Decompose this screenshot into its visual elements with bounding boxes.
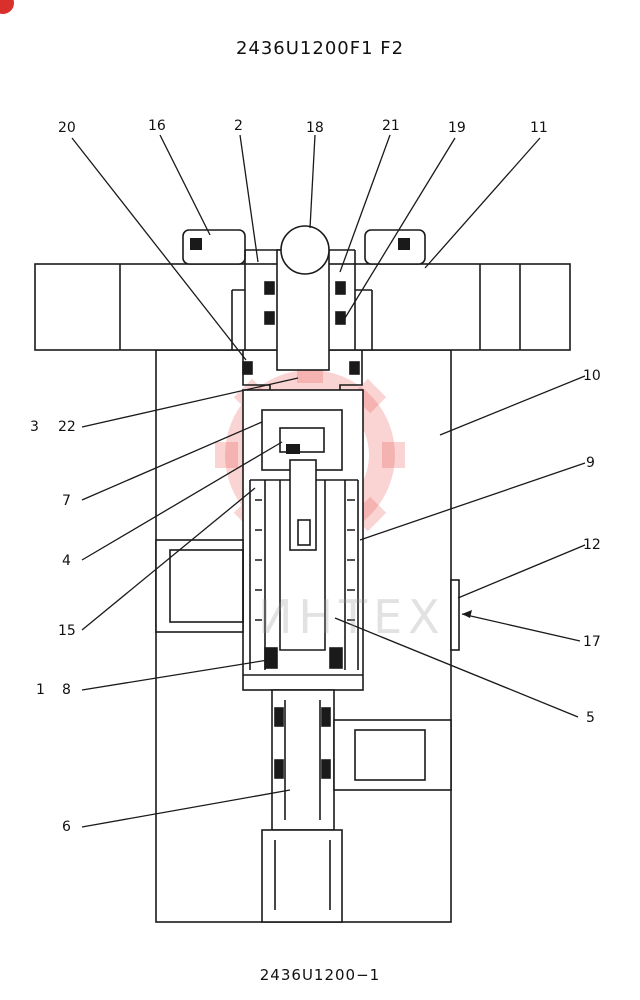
label-1: 1 <box>36 682 45 698</box>
label-7: 7 <box>62 493 71 509</box>
arrow-17 <box>462 610 472 618</box>
leader-lines <box>71 134 586 828</box>
label-15: 15 <box>58 623 76 639</box>
label-11: 11 <box>530 120 548 136</box>
drawing-title: 2436U1200F1 F2 <box>235 38 405 59</box>
left-port-fitting <box>155 539 244 633</box>
right-port-fitting <box>333 719 452 791</box>
label-3: 3 <box>30 419 39 435</box>
label-22: 22 <box>58 419 76 435</box>
label-21: 21 <box>382 118 400 134</box>
label-17: 17 <box>583 634 601 650</box>
label-8: 8 <box>62 682 71 698</box>
label-2: 2 <box>234 118 243 134</box>
label-6: 6 <box>62 819 71 835</box>
label-16: 16 <box>148 118 166 134</box>
inner-rod <box>289 459 317 551</box>
label-18: 18 <box>306 120 324 136</box>
label-4: 4 <box>62 553 71 569</box>
label-12: 12 <box>583 537 601 553</box>
label-5: 5 <box>586 710 595 726</box>
label-20: 20 <box>58 120 76 136</box>
drawing-code: 2436U1200−1 <box>259 966 381 984</box>
corner-badge <box>0 0 14 14</box>
label-9: 9 <box>586 455 595 471</box>
hatch-marks <box>190 238 410 454</box>
label-10: 10 <box>583 368 601 384</box>
ball <box>280 225 330 275</box>
watermark-text: ИНТЕХ <box>258 590 446 644</box>
label-19: 19 <box>448 120 466 136</box>
side-plate <box>450 579 460 651</box>
